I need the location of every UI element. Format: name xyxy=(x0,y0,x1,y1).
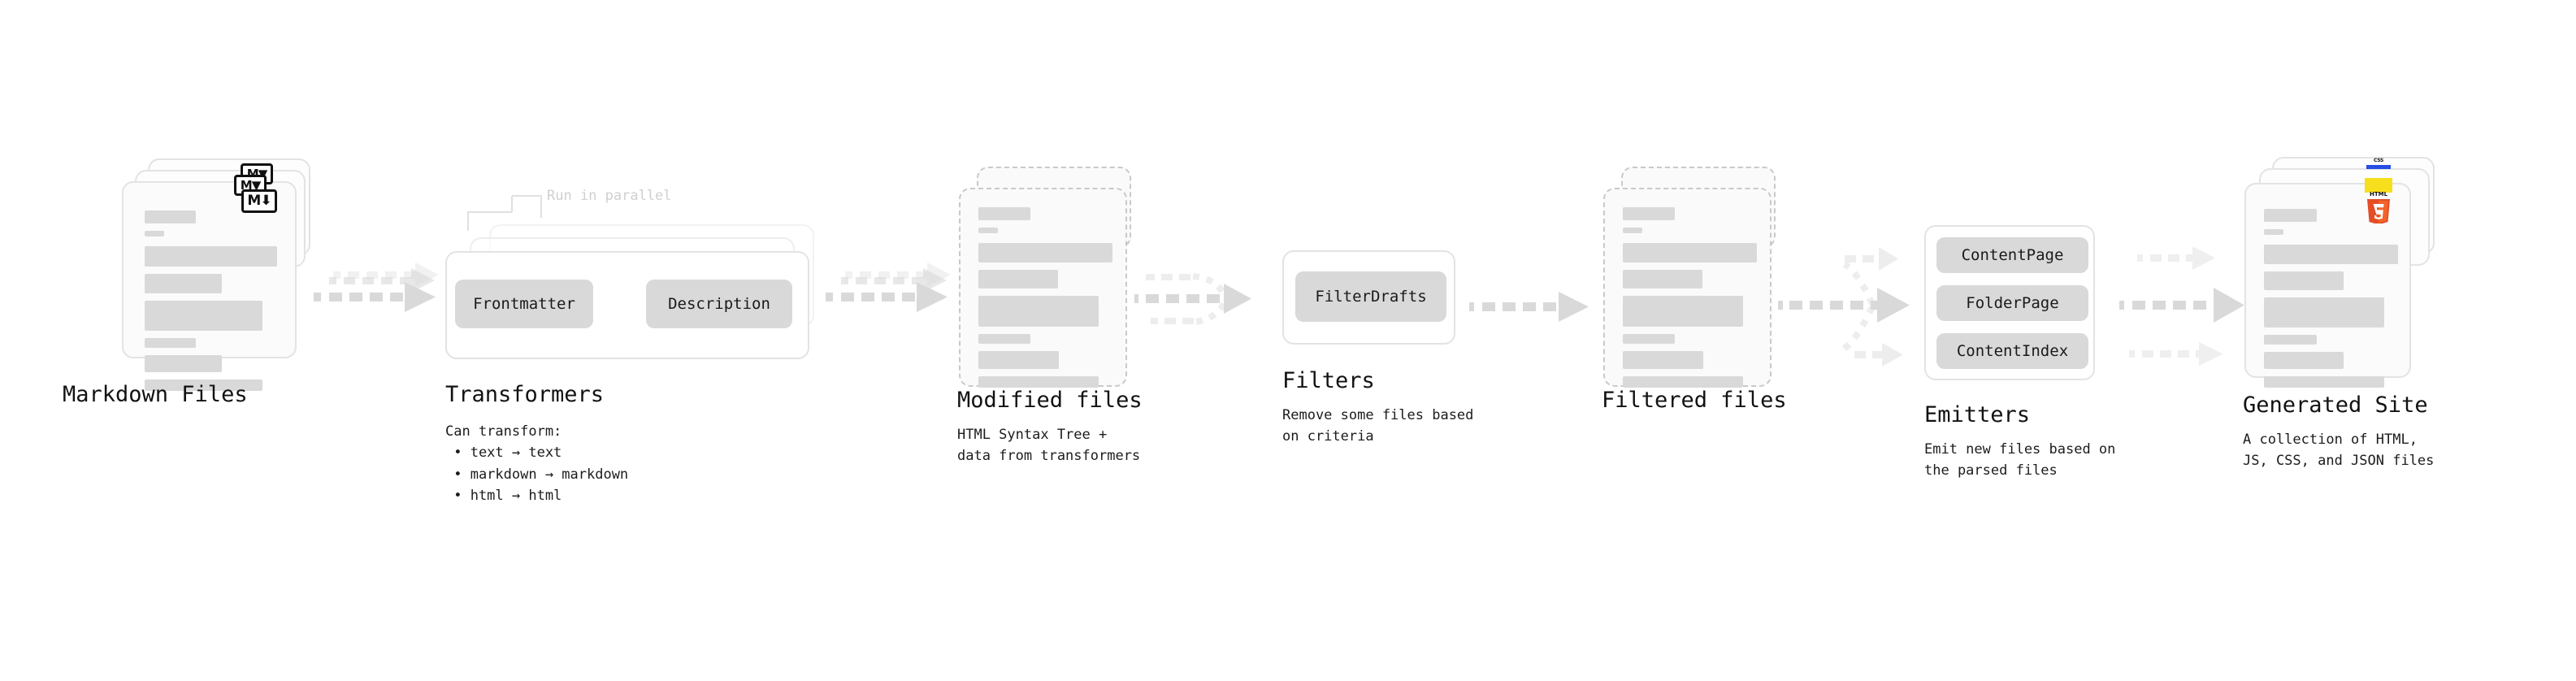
content-bar xyxy=(2264,209,2317,222)
stage-generated-site: CSS HTML Generated Site A collection of … xyxy=(2243,157,2513,506)
file-card-content xyxy=(961,189,1125,388)
connector-modified-to-filters xyxy=(1134,273,1251,325)
content-bar xyxy=(1623,207,1675,220)
content-bar xyxy=(1623,376,1743,388)
stage-filtered-files: Filtered files xyxy=(1602,167,1831,492)
connector-emitters-to-site xyxy=(2119,246,2244,366)
file-card-content xyxy=(124,183,295,391)
stage-desc-filters: Remove some files based on criteria xyxy=(1282,407,1474,445)
content-bar xyxy=(1623,334,1675,344)
html5-icon-toplabel: HTML xyxy=(2370,191,2388,197)
run-in-parallel-label: Run in parallel xyxy=(547,188,672,204)
content-bar xyxy=(978,334,1030,344)
css-icon: CSS xyxy=(2366,158,2391,169)
content-bar xyxy=(1623,296,1743,327)
content-bar xyxy=(1623,228,1642,233)
content-bar xyxy=(145,246,277,267)
stage-markdown-files: M▼ M▼ M⬇ Markdown Files xyxy=(63,158,333,443)
stage-filters: FilterDrafts Filters Remove some files b… xyxy=(1282,250,1550,494)
plugin-pill-contentpage[interactable]: ContentPage xyxy=(1936,237,2088,273)
generated-file-stack: CSS HTML xyxy=(2244,157,2464,433)
content-bar xyxy=(978,207,1030,220)
content-bar xyxy=(145,210,196,223)
markdown-icon: M⬇ xyxy=(241,189,277,213)
stage-title-transformers: Transformers xyxy=(445,382,605,407)
stage-title-generated-site: Generated Site xyxy=(2243,393,2428,418)
content-bar xyxy=(145,338,196,348)
content-bar xyxy=(1623,243,1757,262)
stage-desc-modified-files: HTML Syntax Tree + data from transformer… xyxy=(957,427,1141,465)
plugin-pill-frontmatter[interactable]: Frontmatter xyxy=(455,280,593,328)
markdown-file-stack: M▼ M▼ M⬇ xyxy=(122,158,333,427)
file-card-front xyxy=(122,181,297,391)
html5-icon-svg: HTML xyxy=(2367,191,2390,225)
content-bar xyxy=(2264,229,2283,235)
stage-desc-generated-site: A collection of HTML, JS, CSS, and JSON … xyxy=(2243,432,2435,470)
connector-transformers-to-modified xyxy=(826,262,951,312)
content-bar xyxy=(978,228,998,233)
filtered-file-stack xyxy=(1603,167,1790,435)
content-bar xyxy=(978,376,1099,388)
content-bar xyxy=(2264,335,2317,345)
file-card-content xyxy=(1605,189,1770,388)
content-bar xyxy=(145,380,262,391)
content-bar xyxy=(1623,270,1702,288)
stage-desc-emitters: Emit new files based on the parsed files xyxy=(1924,441,2116,479)
modified-file-stack xyxy=(959,167,1146,435)
stage-title-markdown-files: Markdown Files xyxy=(63,382,248,407)
stage-modified-files: Modified files HTML Syntax Tree + data f… xyxy=(957,167,1186,492)
plugin-pill-contentindex[interactable]: ContentIndex xyxy=(1936,333,2088,369)
plugin-pill-filterdrafts[interactable]: FilterDrafts xyxy=(1295,271,1446,322)
plugin-pill-description[interactable]: Description xyxy=(646,280,792,328)
plugin-pill-folderpage[interactable]: FolderPage xyxy=(1936,285,2088,321)
file-card-front xyxy=(1603,188,1772,388)
filters-box: FilterDrafts xyxy=(1282,250,1455,345)
css-icon-bar xyxy=(2366,165,2391,169)
stage-desc-transformers: Can transform: • text → text • markdown … xyxy=(445,423,629,505)
content-bar xyxy=(978,243,1112,262)
stage-title-modified-files: Modified files xyxy=(957,388,1143,413)
run-in-parallel-bracket xyxy=(467,195,542,231)
content-bar xyxy=(145,231,164,236)
stage-emitters: ContentPage FolderPage ContentIndex Emit… xyxy=(1924,225,2192,493)
content-bar xyxy=(2264,376,2384,388)
stage-title-emitters: Emitters xyxy=(1924,402,2031,427)
js-icon xyxy=(2365,178,2392,193)
transformer-box-front: Frontmatter Description xyxy=(445,251,809,359)
content-bar xyxy=(2264,271,2344,290)
html5-icon: HTML xyxy=(2365,189,2392,225)
stage-transformers: Run in parallel Frontmatter Description … xyxy=(445,188,827,505)
stage-title-filters: Filters xyxy=(1282,368,1375,393)
stage-title-filtered-files: Filtered files xyxy=(1602,388,1787,413)
connector-filters-to-filtered xyxy=(1469,292,1589,322)
content-bar xyxy=(978,296,1099,327)
content-bar xyxy=(1623,351,1703,369)
connector-filtered-to-emitters xyxy=(1778,247,1910,367)
content-bar xyxy=(978,270,1058,288)
connector-md-to-transformers xyxy=(314,262,439,312)
content-bar xyxy=(2264,245,2398,264)
content-bar xyxy=(145,355,222,372)
css-icon-label: CSS xyxy=(2374,158,2383,163)
content-bar xyxy=(145,301,262,331)
file-card-content xyxy=(2246,184,2409,388)
markdown-icon-glyph: M▼ xyxy=(240,177,261,193)
markdown-icon-glyph: M⬇ xyxy=(247,193,271,209)
content-bar xyxy=(978,351,1059,369)
file-card-front xyxy=(959,188,1127,388)
emitters-box: ContentPage FolderPage ContentIndex xyxy=(1924,225,2095,380)
content-bar xyxy=(145,274,222,293)
content-bar xyxy=(2264,352,2344,369)
content-bar xyxy=(2264,297,2384,327)
